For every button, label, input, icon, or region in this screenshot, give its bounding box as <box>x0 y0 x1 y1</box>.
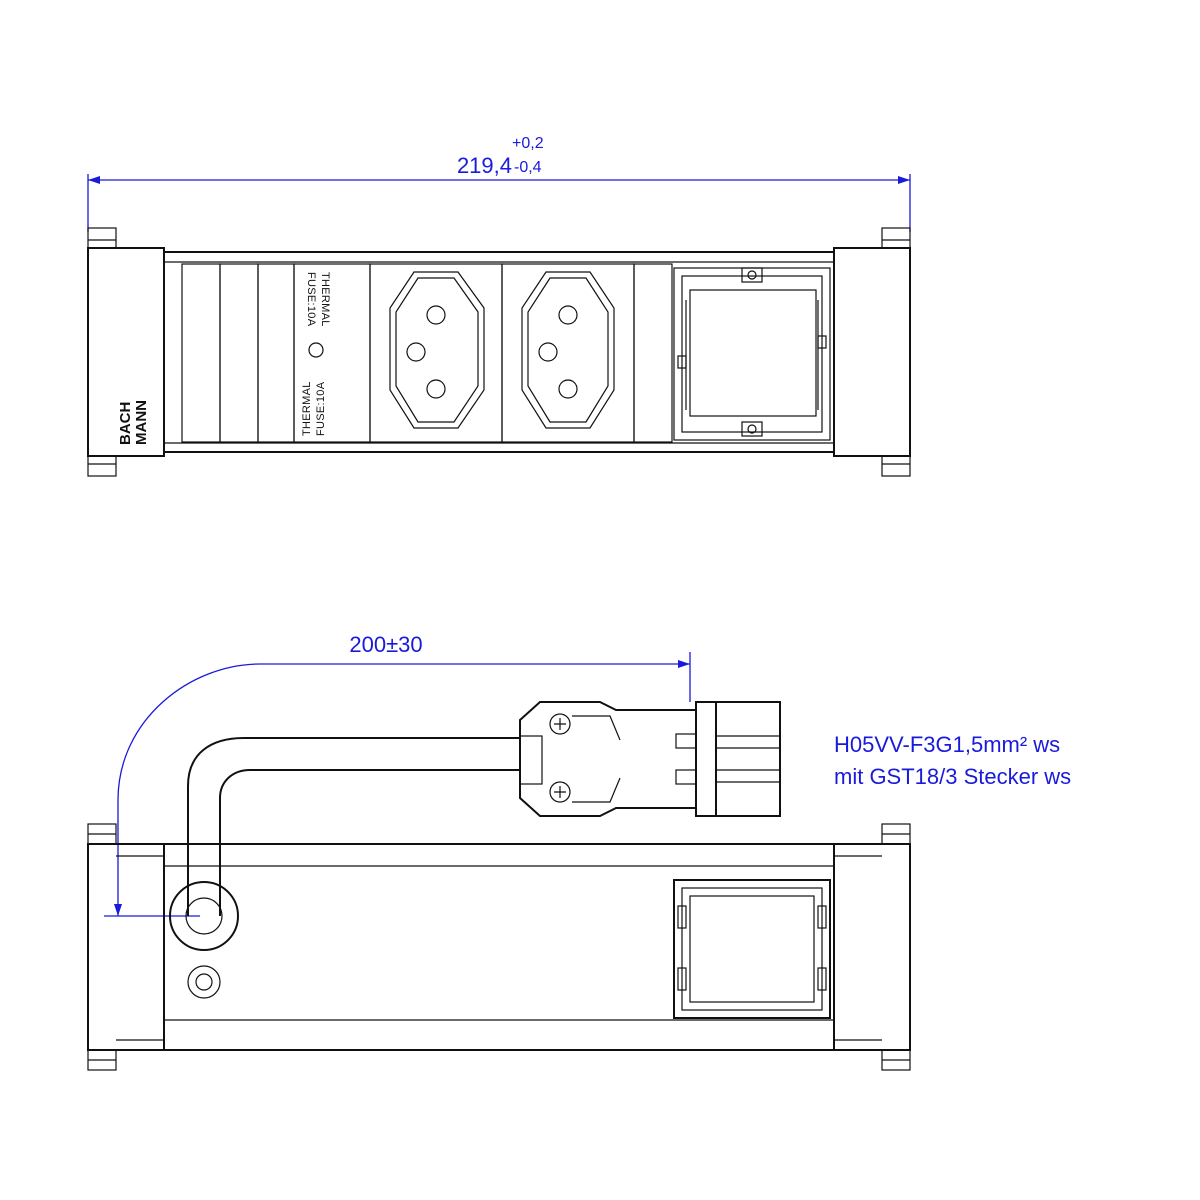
gst18-plug <box>519 701 781 817</box>
brand-line-1: BACH <box>117 402 134 445</box>
blank-segment-narrow <box>633 263 673 443</box>
length-dimension: 219,4 +0,2 -0,4 <box>87 135 911 232</box>
brand-logo: BACH MANN <box>117 400 150 445</box>
top-view: 219,4 +0,2 -0,4 BACH MANN <box>87 135 911 477</box>
cable-note-line-2: mit GST18/3 Stecker ws <box>834 764 1071 789</box>
length-value: 219,4 <box>457 153 512 178</box>
blank-segments <box>181 263 295 443</box>
socket-1 <box>369 263 503 443</box>
cable-length-dimension: 200±30 <box>104 632 691 917</box>
brand-line-2: MANN <box>133 400 150 445</box>
power-cable <box>187 737 520 916</box>
square-module-bottom <box>673 879 831 1019</box>
end-cap-right-bottom <box>833 843 911 1051</box>
end-cap-right <box>833 247 911 457</box>
bottom-view: 200±30 <box>87 632 1071 1071</box>
cable-gland <box>169 881 239 951</box>
square-module-top <box>673 267 831 441</box>
cable-note-line-1: H05VV-F3G1,5mm² ws <box>834 732 1060 757</box>
mounting-hole <box>187 965 221 999</box>
fuse-label-1-line-2: FUSE:10A <box>305 272 317 327</box>
socket-2 <box>501 263 635 443</box>
fuse-reset-button[interactable] <box>308 342 324 358</box>
length-tolerance-plus: +0,2 <box>512 135 544 152</box>
end-cap-left-bottom <box>87 843 165 1051</box>
socket-strip-body-bottom <box>163 843 835 1051</box>
fuse-label-2-line-1: THERMAL <box>301 381 313 436</box>
cable-note: H05VV-F3G1,5mm² ws mit GST18/3 Stecker w… <box>834 732 1071 789</box>
fuse-label-2-line-2: FUSE:10A <box>315 381 327 436</box>
cable-length-value: 200±30 <box>349 632 422 657</box>
fuse-label-1-line-1: THERMAL <box>319 272 331 327</box>
length-tolerance-minus: -0,4 <box>514 159 542 176</box>
mounting-tabs-bottom <box>87 823 911 1071</box>
end-cap-left <box>87 247 165 457</box>
socket-strip-body <box>163 251 835 453</box>
mounting-tabs-top <box>87 227 911 477</box>
thermal-fuse-module: THERMAL FUSE:10A THERMAL FUSE:10A <box>293 263 371 443</box>
